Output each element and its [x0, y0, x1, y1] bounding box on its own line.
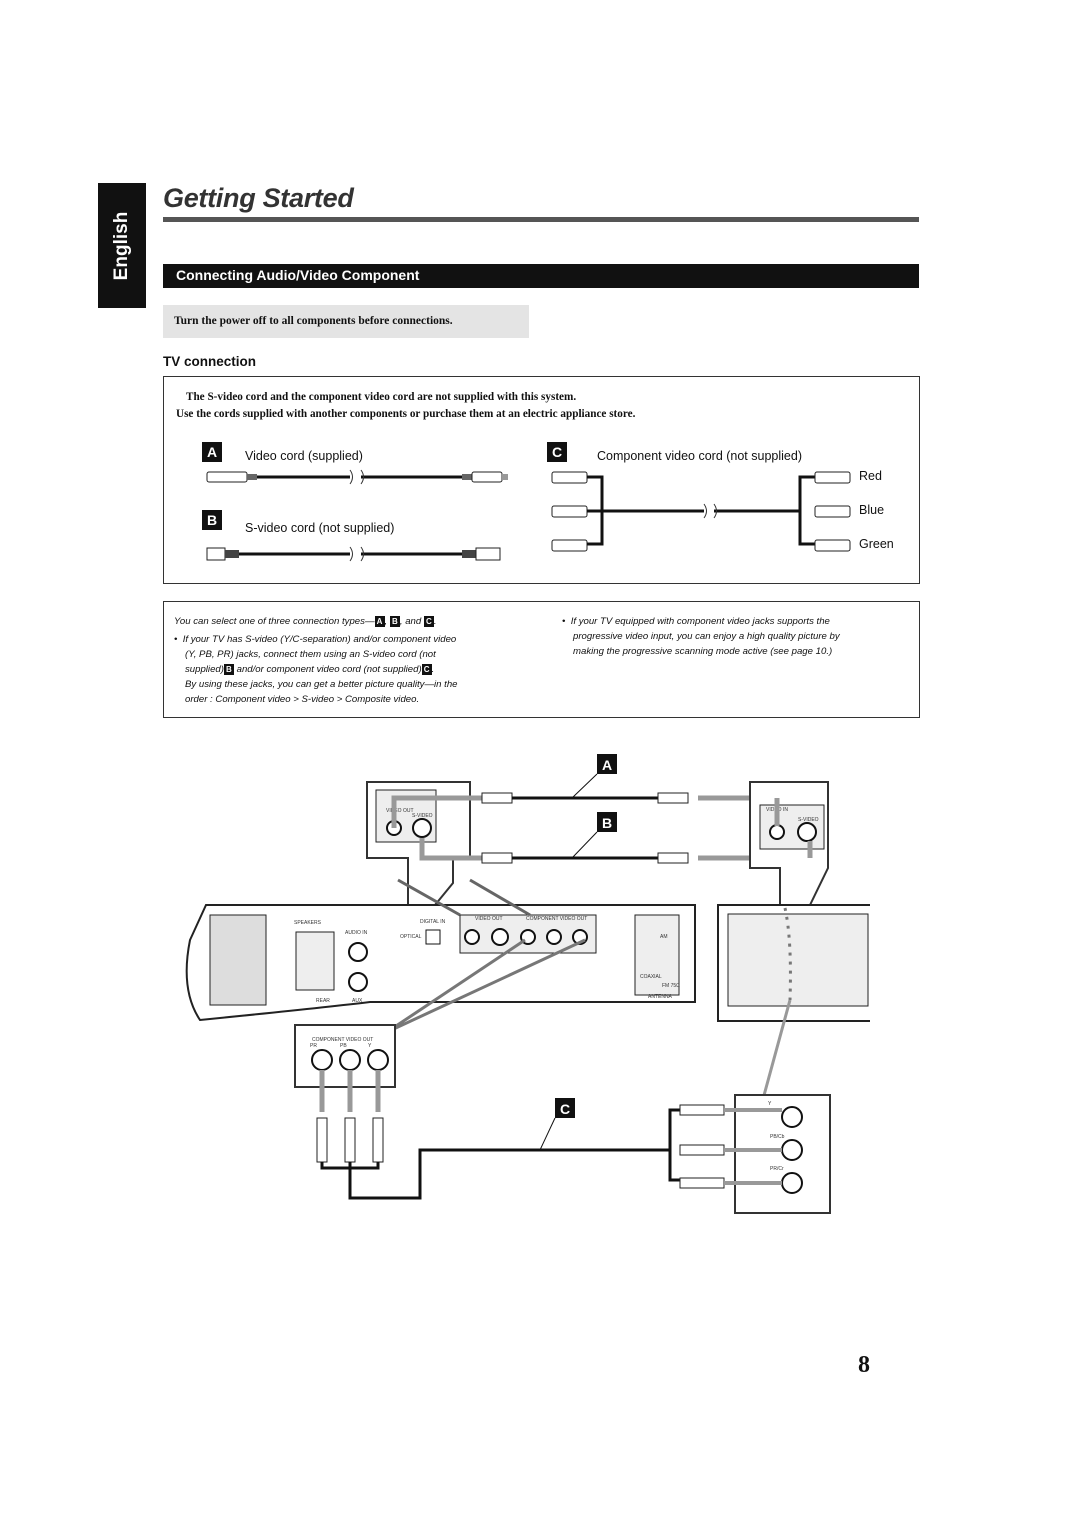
cord-a-label: Video cord (supplied) [245, 449, 363, 463]
svg-text:COAXIAL: COAXIAL [640, 974, 662, 980]
language-tab: English [98, 183, 146, 308]
svg-text:PR: PR [310, 1043, 317, 1049]
note-bullet-1: • If your TV has S-video (Y/C-separation… [174, 634, 458, 705]
svg-text:COMPONENT VIDEO OUT: COMPONENT VIDEO OUT [312, 1037, 373, 1043]
svg-text:A: A [602, 757, 612, 773]
svg-text:B: B [602, 815, 612, 831]
cord-b-label: S-video cord (not supplied) [245, 521, 395, 535]
svg-text:Y: Y [368, 1043, 372, 1049]
section-header: Connecting Audio/Video Component [163, 264, 919, 288]
intro-line-2: Use the cords supplied with another comp… [176, 408, 636, 420]
section-title: Connecting Audio/Video Component [176, 267, 420, 283]
language-tab-label: English [111, 211, 132, 280]
svg-text:VIDEO OUT: VIDEO OUT [386, 808, 414, 814]
svg-text:AUX: AUX [352, 998, 363, 1004]
svg-text:S-VIDEO: S-VIDEO [798, 817, 819, 823]
cord-tag-c: C [547, 442, 567, 462]
warning-box: Turn the power off to all components bef… [163, 305, 529, 338]
notes-box: You can select one of three connection t… [163, 601, 920, 718]
svg-text:SPEAKERS: SPEAKERS [294, 920, 322, 926]
svg-text:AM: AM [660, 934, 668, 940]
svg-text:REAR: REAR [316, 998, 330, 1004]
cord-c-label: Component video cord (not supplied) [597, 449, 802, 463]
cord-illustrations [206, 469, 851, 562]
svg-text:OPTICAL: OPTICAL [400, 934, 422, 940]
svg-text:COMPONENT VIDEO OUT: COMPONENT VIDEO OUT [526, 916, 587, 922]
cord-tag-b: B [202, 510, 222, 530]
video-cord-illustration [206, 469, 508, 485]
warning-text: Turn the power off to all components bef… [174, 315, 453, 327]
cords-box: The S-video cord and the component video… [163, 376, 920, 584]
color-blue-label: Blue [859, 503, 885, 517]
svg-text:S-VIDEO: S-VIDEO [412, 813, 433, 819]
svg-text:DIGITAL IN: DIGITAL IN [420, 919, 446, 925]
svg-text:FM 75Ω: FM 75Ω [662, 983, 680, 989]
color-green-label: Green [859, 537, 894, 551]
svg-text:PR/Cr: PR/Cr [770, 1166, 784, 1172]
color-red-label: Red [859, 469, 882, 483]
svg-text:VIDEO OUT: VIDEO OUT [475, 916, 503, 922]
subsection-title: TV connection [163, 354, 257, 369]
svg-text:PB/Cb: PB/Cb [770, 1134, 785, 1140]
page-title: Getting Started [163, 183, 354, 213]
svg-text:Y: Y [768, 1101, 772, 1107]
svg-text:ANTENNA: ANTENNA [648, 994, 673, 1000]
page-number: 8 [858, 1352, 870, 1378]
connection-diagram: A B C TV VIDEO OUT S-VIDEO VIDEO IN S-VI… [185, 754, 870, 1214]
svg-text:PB: PB [340, 1043, 347, 1049]
cord-tag-a: A [202, 442, 222, 462]
svg-text:AUDIO IN: AUDIO IN [345, 930, 368, 936]
note-select: You can select one of three connection t… [174, 616, 437, 627]
svg-text:C: C [560, 1101, 570, 1117]
s-video-cord-illustration [206, 546, 501, 562]
note-bullet-2: • If your TV equipped with component vid… [562, 616, 840, 657]
intro-line-1: The S-video cord and the component video… [186, 391, 577, 403]
component-cord-illustration [551, 471, 851, 552]
title-rule [163, 217, 919, 222]
